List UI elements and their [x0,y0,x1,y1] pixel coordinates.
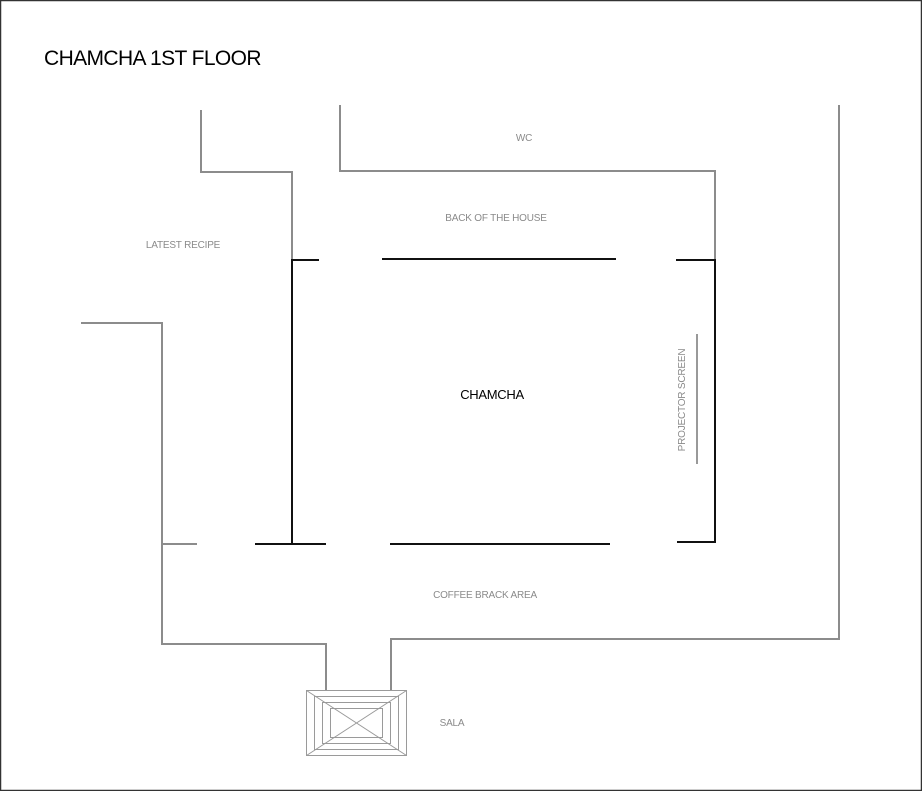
room-wall-top-left [291,259,326,545]
label-chamcha: CHAMCHA [460,387,524,402]
wall-latest-recipe-top [200,110,293,260]
wall-wc-left [339,105,716,260]
label-coffee-break-area: COFFEE BRACK AREA [433,590,537,601]
label-projector-screen: PROJECTOR SCREEN [677,349,688,452]
chamcha-room-walls [255,258,716,545]
wall-right-exterior [390,105,840,690]
label-wc: WC [516,133,532,144]
wall-left-exterior [81,322,327,690]
label-back-of-house: BACK OF THE HOUSE [445,213,547,224]
plan-title: CHAMCHA 1ST FLOOR [44,47,261,70]
outer-walls [81,105,840,690]
label-latest-recipe: LATEST RECIPE [146,240,221,251]
label-sala: SALA [440,718,465,729]
room-wall-right [676,259,716,543]
stairs-icon [306,690,407,756]
